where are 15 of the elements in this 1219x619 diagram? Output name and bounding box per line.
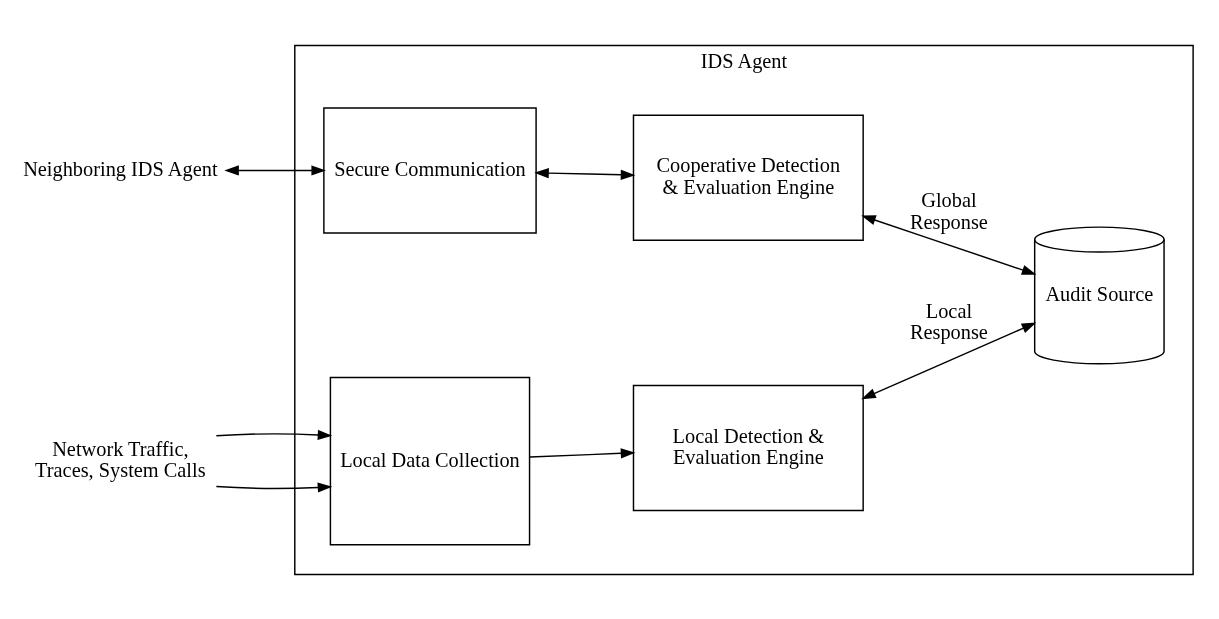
- node-box: Local Detection & Evaluation Engine: [632, 384, 864, 511]
- arrow: [534, 167, 636, 180]
- node-text: Network Traffic, Traces, System Calls: [35, 437, 206, 481]
- edge-label: Global Response: [909, 188, 988, 233]
- edge-label: Local Response: [909, 299, 988, 343]
- arrow: [861, 322, 1037, 399]
- node-box: Local Data Collection: [329, 376, 531, 545]
- arrow: [215, 481, 333, 493]
- arrow: [861, 214, 1037, 275]
- node-text: Neighboring IDS Agent: [23, 157, 218, 180]
- node-box: Cooperative Detection & Evaluation Engine: [632, 114, 864, 241]
- arrow: [529, 447, 636, 458]
- arrow: [215, 429, 333, 440]
- node-box: Secure Communication: [323, 106, 537, 234]
- arrow: [224, 164, 326, 176]
